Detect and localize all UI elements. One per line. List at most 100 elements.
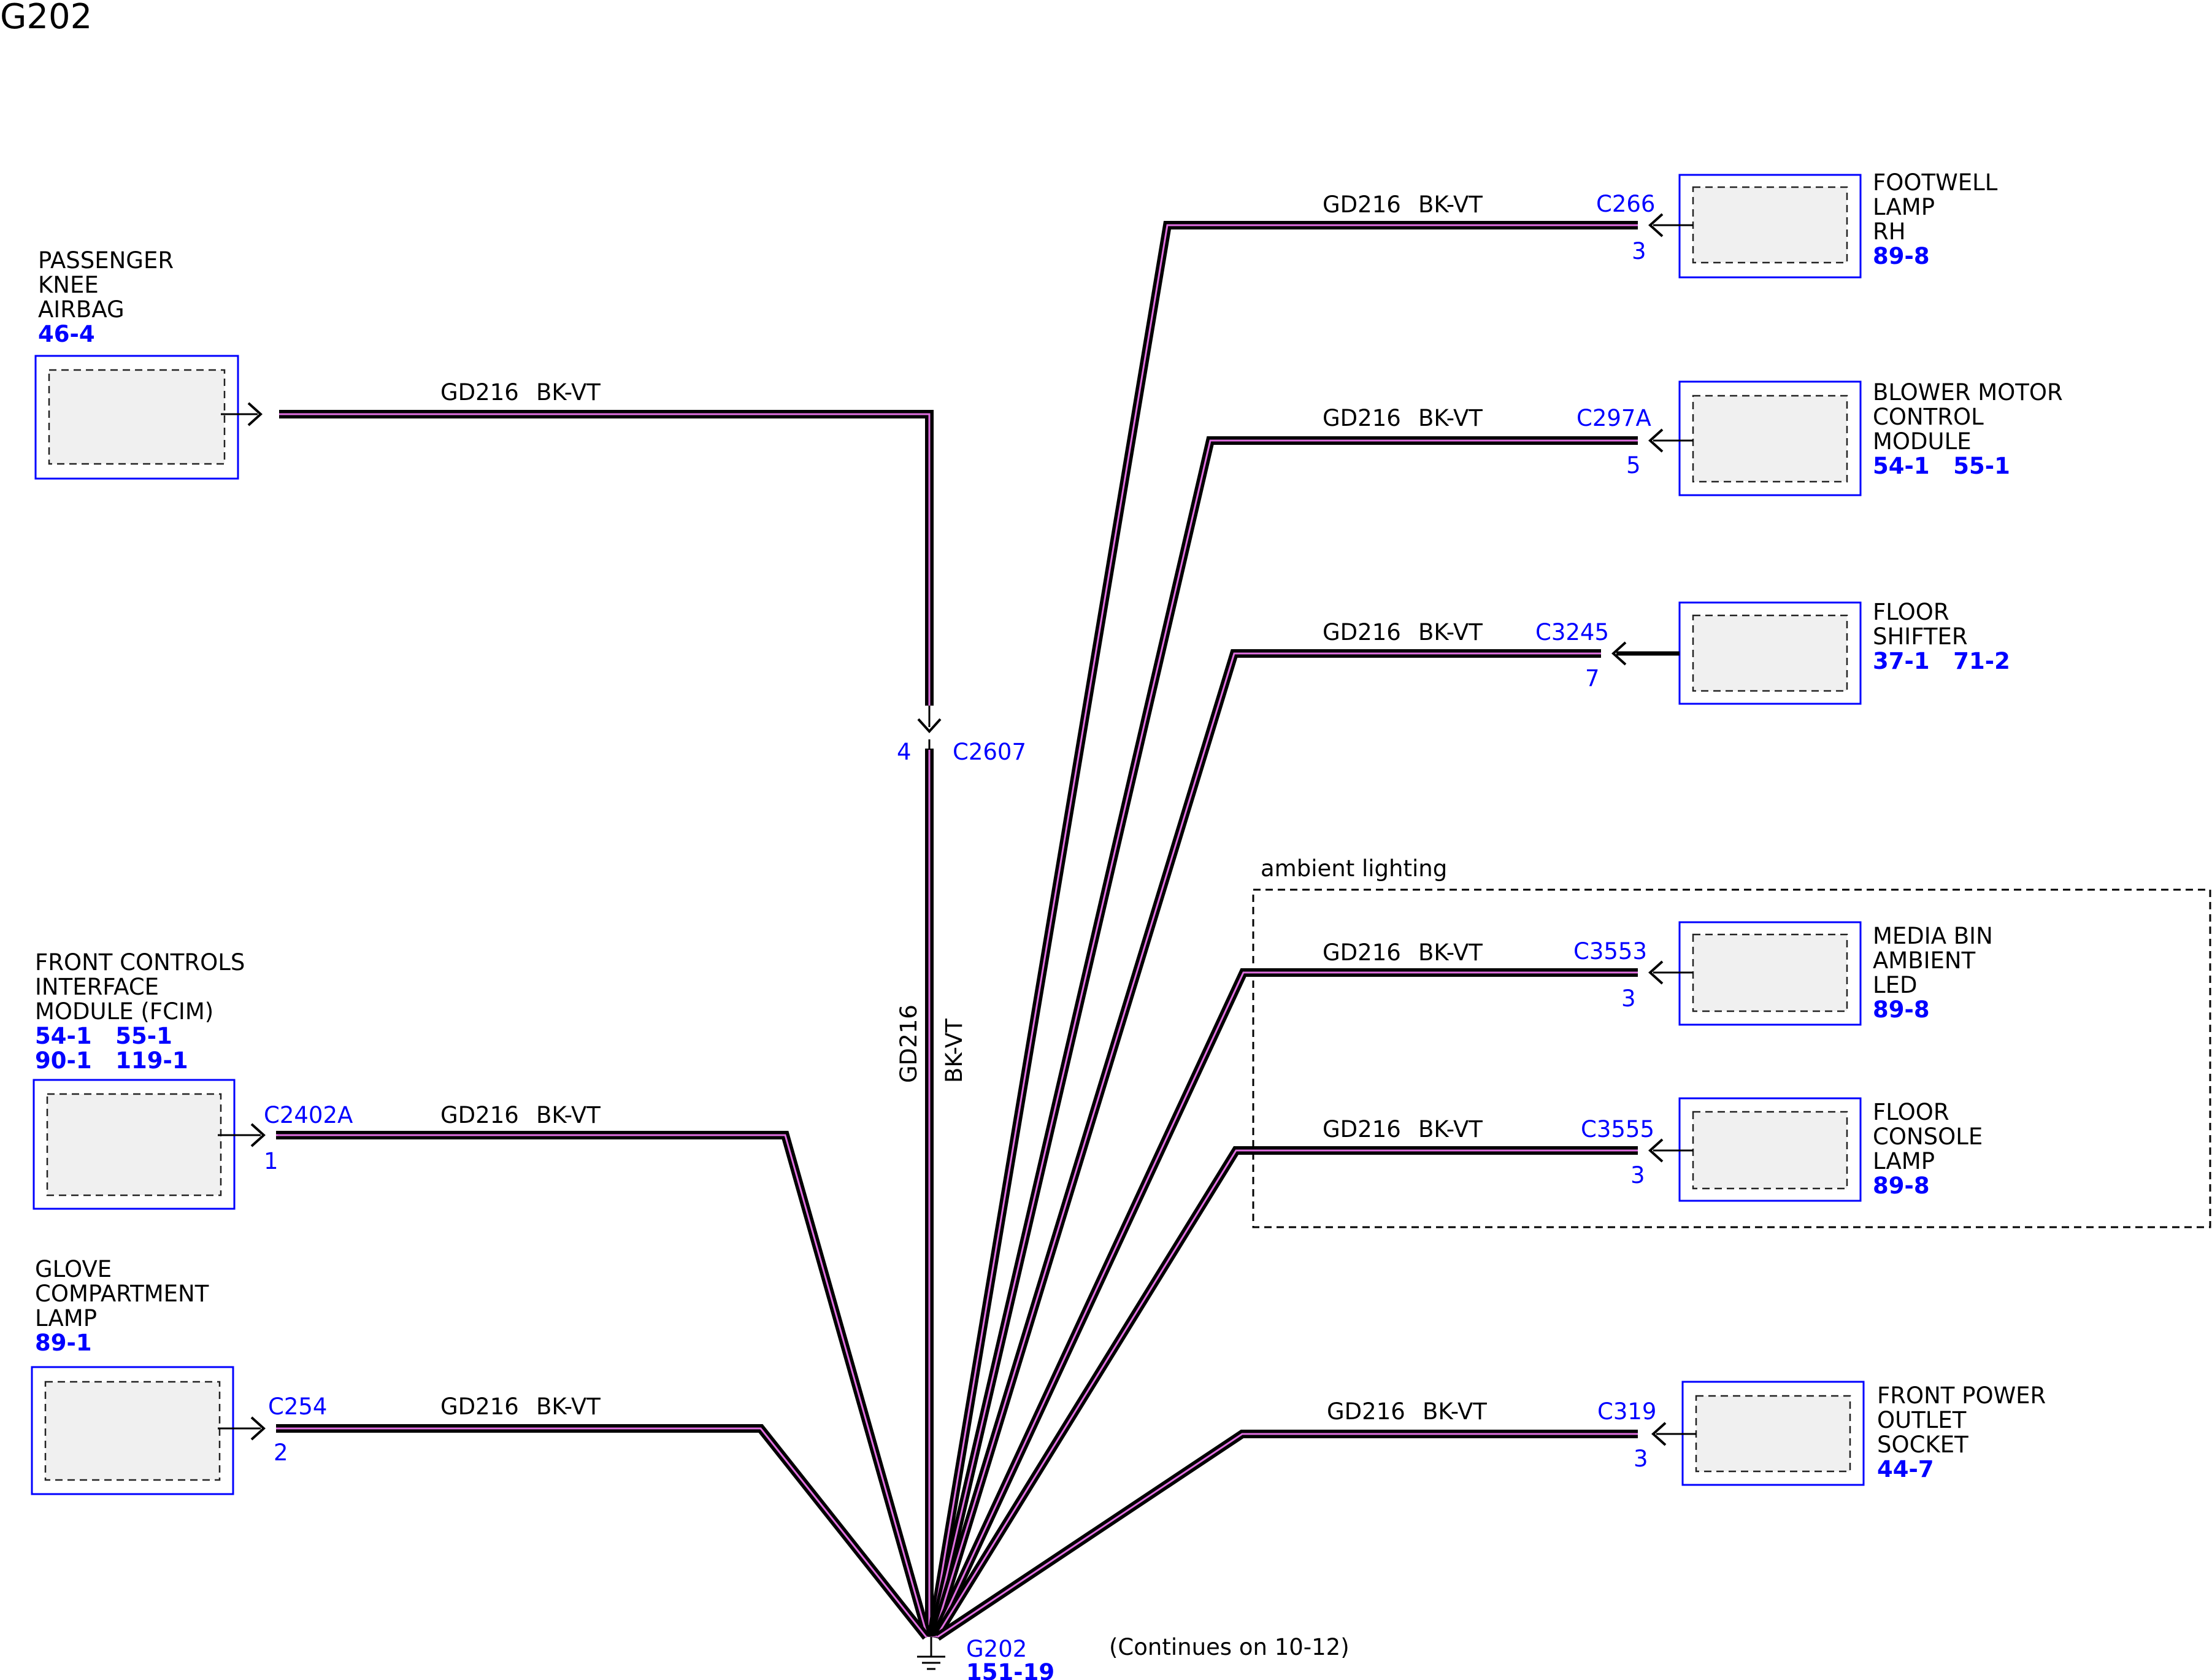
component-name-line: BLOWER MOTOR (1873, 379, 2063, 406)
connector-label: C319 (1597, 1398, 1656, 1425)
pin-label: 3 (1632, 238, 1646, 264)
wire-color-label: BK-VT (1418, 405, 1483, 431)
component-ref: 89-8 (1873, 996, 1930, 1023)
component-name-line: LAMP (1873, 1148, 1935, 1174)
component-name-line: FOOTWELL (1873, 169, 1998, 196)
component-name-line: PASSENGER (38, 247, 174, 274)
component-ref: 89-1 (35, 1330, 92, 1356)
pin-label: 2 (274, 1439, 288, 1466)
ground-ref: 151-19 (966, 1659, 1054, 1680)
component-name-line: AMBIENT (1873, 947, 1976, 974)
wire-circuit-label: GD216 (1323, 619, 1401, 645)
component-media-bin-ambient-led (1648, 921, 1862, 1026)
component-name-line: INTERFACE (35, 974, 159, 1000)
component-passenger-knee-airbag (34, 355, 263, 480)
pin-label: 5 (1626, 452, 1641, 479)
component-name-line: RH (1873, 218, 1906, 245)
wire-circuit-label: GD216 (1323, 405, 1401, 431)
pin-label: 1 (264, 1148, 278, 1174)
component-name-line: LAMP (1873, 194, 1935, 220)
wire-circuit-label: GD216 (440, 1102, 519, 1128)
wire-floor-console-lamp (932, 1146, 1638, 1640)
connector-label: C2402A (264, 1102, 353, 1128)
component-name-line: CONTROL (1873, 404, 1984, 430)
wire-passenger-knee-airbag (279, 410, 934, 706)
component-front-power-outlet-socket (1651, 1381, 1865, 1486)
wire-front-power-outlet-socket (935, 1430, 1638, 1641)
wire-color-label: BK-VT (1418, 1116, 1483, 1142)
component-name-line: FRONT CONTROLS (35, 949, 245, 976)
component-name-line: MEDIA BIN (1873, 923, 1993, 949)
splice-pin: 4 (897, 739, 912, 765)
wire-blower-motor-control-module (928, 436, 1638, 1638)
connector-label: C266 (1596, 191, 1655, 217)
ambient-lighting-label: ambient lighting (1261, 855, 1447, 882)
component-name-line: SOCKET (1877, 1431, 1968, 1458)
wire-circuit-label: GD216 (1323, 191, 1401, 218)
component-ref: 54-1 55-1 (35, 1023, 172, 1049)
component-ref: 46-4 (38, 321, 95, 347)
wire-color-label: BK-VT (536, 379, 601, 406)
wire-color-label: BK-VT (1423, 1398, 1487, 1425)
component-name-line: FRONT POWER (1877, 1382, 2046, 1409)
component-name-line: LAMP (35, 1305, 97, 1331)
wire-color-label: BK-VT (536, 1393, 601, 1420)
pin-label: 7 (1585, 665, 1600, 692)
page-title: G202 (0, 0, 92, 37)
wire-circuit-label: GD216 (1323, 1116, 1401, 1142)
trunk-circuit-label: GD216 (896, 1004, 922, 1083)
wire-circuit-label: GD216 (1323, 939, 1401, 966)
component-name-line: FLOOR (1873, 599, 1949, 625)
ground-name: G202 (966, 1636, 1027, 1662)
splice-c2607 (917, 706, 942, 750)
wire-media-bin-ambient-led (931, 968, 1638, 1639)
component-name-line: GLOVE (35, 1256, 112, 1282)
component-floor-console-lamp (1648, 1097, 1862, 1202)
component-name-line: MODULE (FCIM) (35, 998, 213, 1025)
connector-label: C254 (268, 1393, 327, 1420)
component-name-line: SHIFTER (1873, 623, 1968, 650)
component-name-line: AIRBAG (38, 296, 125, 323)
wire-footwell-lamp-rh (927, 221, 1638, 1638)
wire-color-label: BK-VT (1418, 939, 1483, 966)
component-name-line: COMPARTMENT (35, 1281, 209, 1307)
wire-color-label: BK-VT (1418, 191, 1483, 218)
wire-fcim (276, 1131, 932, 1638)
component-ref: 89-8 (1873, 1173, 1930, 1199)
ambient-lighting-group-box (1252, 888, 2211, 1228)
connector-label: C3555 (1581, 1116, 1654, 1142)
pin-label: 3 (1634, 1446, 1648, 1472)
wire-color-label: BK-VT (1418, 619, 1483, 645)
component-name-line: KNEE (38, 272, 99, 298)
connector-label: C3245 (1535, 619, 1609, 645)
component-ref: 89-8 (1873, 243, 1930, 269)
component-footwell-lamp-rh (1648, 174, 1862, 279)
wire-circuit-label: GD216 (440, 379, 519, 406)
component-blower-motor-control-module (1648, 380, 1862, 496)
component-name-line: CONSOLE (1873, 1123, 1983, 1150)
component-ref: 54-1 55-1 (1873, 453, 2010, 479)
component-ref: 90-1 119-1 (35, 1047, 188, 1074)
pin-label: 3 (1621, 985, 1636, 1012)
wire-glove-compartment-lamp (276, 1424, 930, 1640)
component-name-line: OUTLET (1877, 1407, 1967, 1433)
component-name-line: MODULE (1873, 428, 1972, 455)
component-ref: 37-1 71-2 (1873, 648, 2010, 674)
wire-color-label: BK-VT (536, 1102, 601, 1128)
component-fcim (33, 1079, 266, 1210)
connector-label: C3553 (1573, 938, 1647, 965)
wire-circuit-label: GD216 (1327, 1398, 1405, 1425)
component-floor-shifter (1611, 601, 1862, 705)
wire-circuit-label: GD216 (440, 1393, 519, 1420)
ground-symbol (917, 1637, 945, 1670)
trunk-color-label: BK-VT (941, 1019, 967, 1083)
component-name-line: LED (1873, 972, 1917, 998)
splice-connector: C2607 (953, 739, 1026, 765)
component-ref: 44-7 (1877, 1456, 1934, 1482)
wire-floor-shifter (929, 649, 1601, 1639)
ground-note: (Continues on 10-12) (1109, 1634, 1350, 1660)
component-glove-compartment-lamp (31, 1366, 266, 1495)
pin-label: 3 (1630, 1162, 1645, 1189)
connector-label: C297A (1576, 405, 1651, 431)
